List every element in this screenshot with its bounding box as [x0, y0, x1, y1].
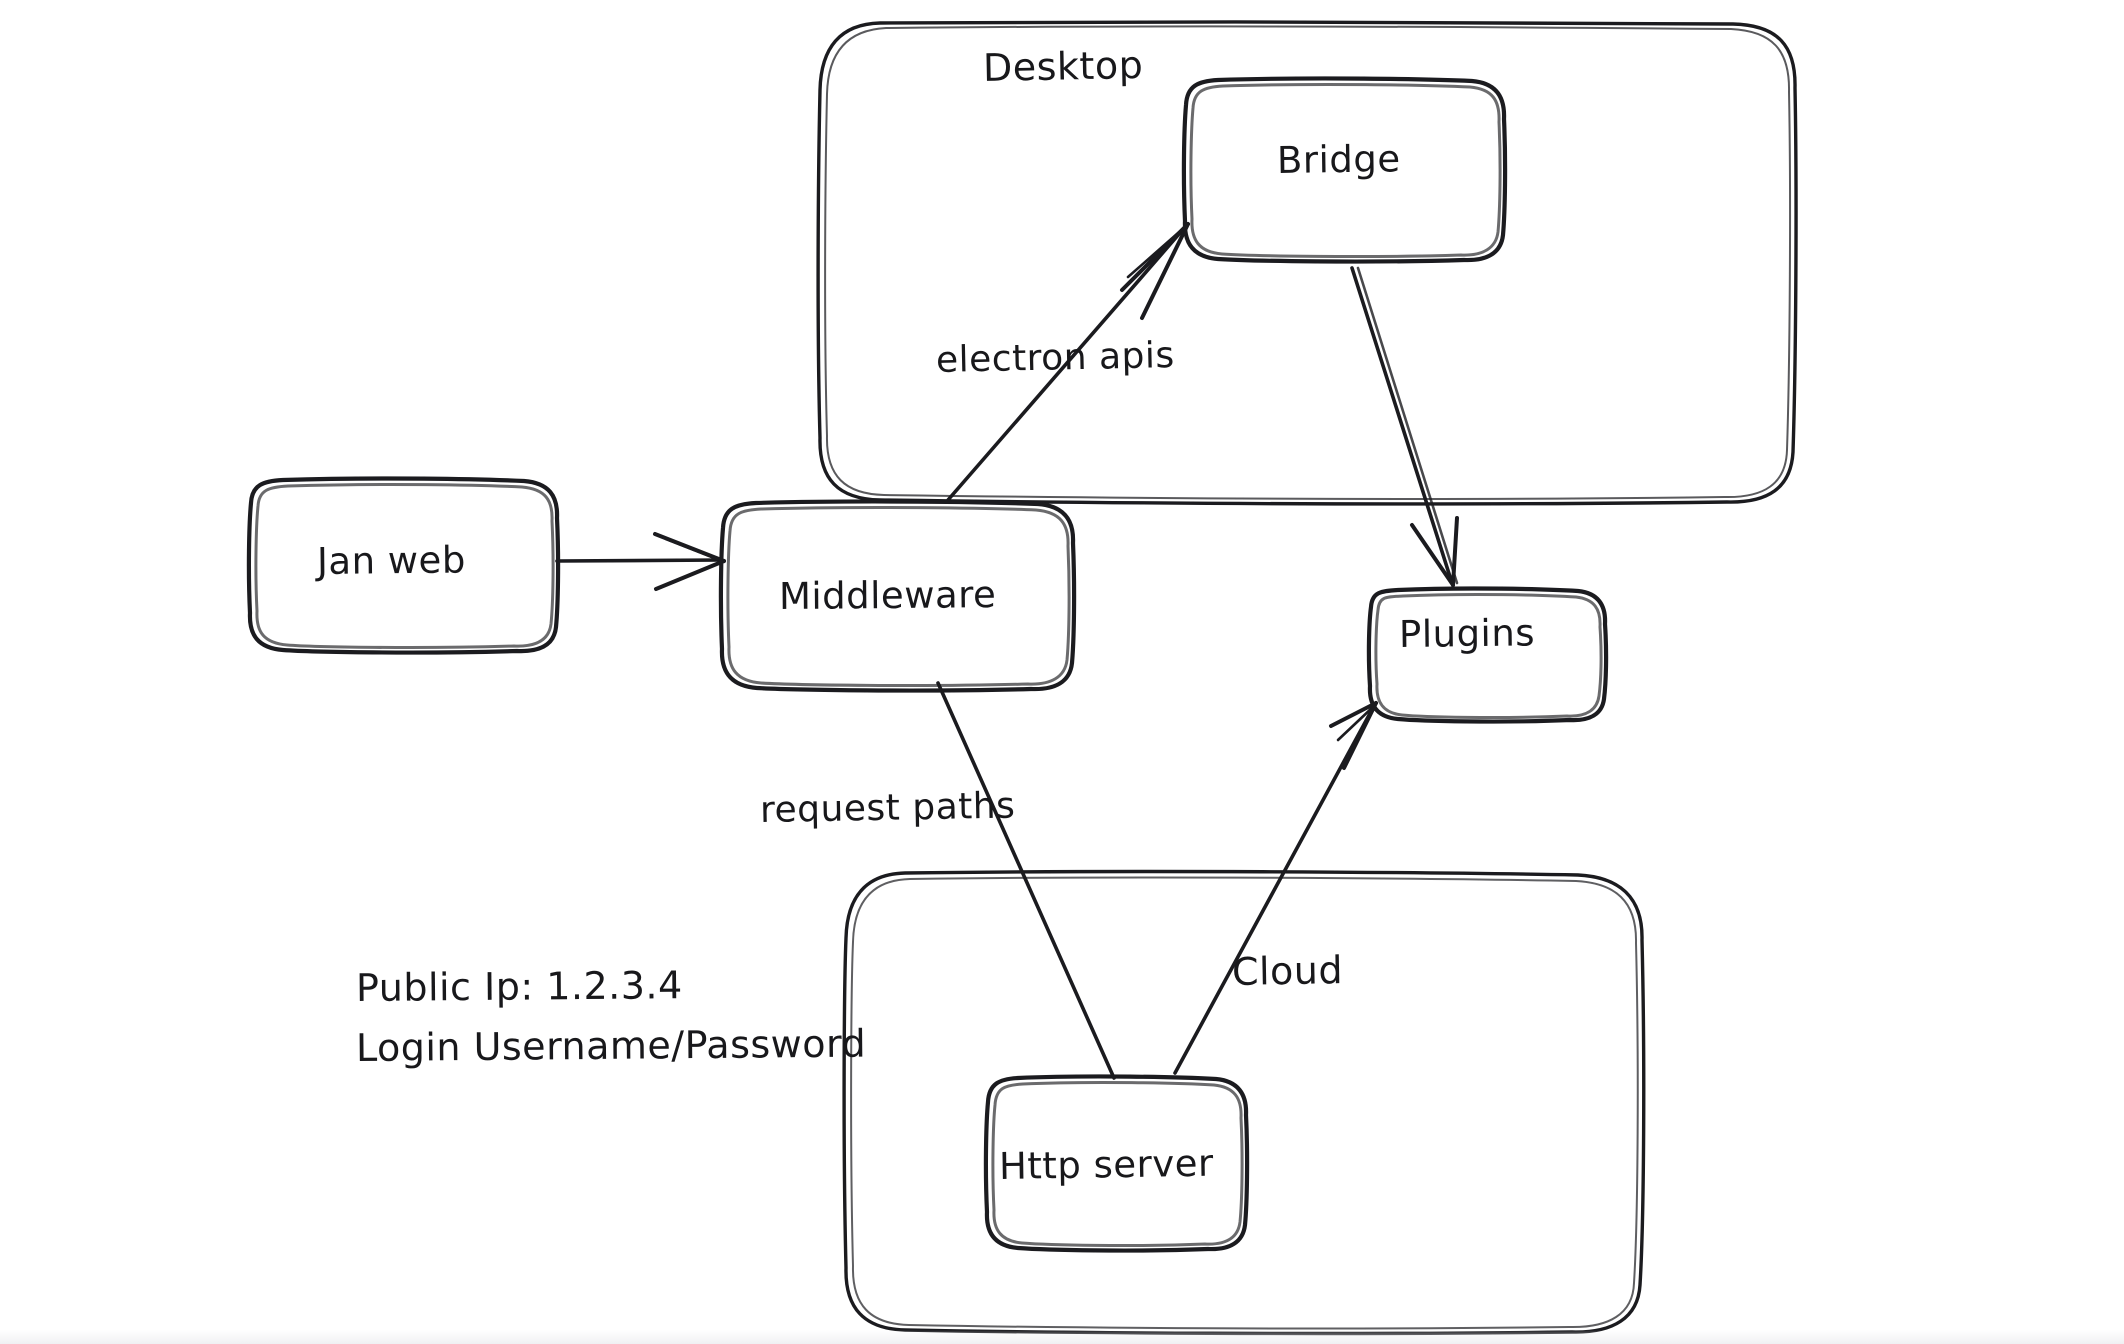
- node-label-bridge: Bridge: [1276, 137, 1401, 182]
- node-label-jan-web: Jan web: [316, 538, 467, 583]
- edge-middleware-to-httpserver: [936, 681, 1116, 1080]
- node-jan-web-shape: [246, 476, 561, 655]
- edge-middleware-to-bridge: [946, 222, 1190, 502]
- note-public-ip: Public Ip: 1.2.3.4: [355, 963, 683, 1010]
- node-label-middleware: Middleware: [778, 573, 997, 618]
- edge-janweb-to-middleware: [555, 532, 726, 591]
- container-desktop-shape: [816, 20, 1798, 506]
- node-middleware-shape: [718, 499, 1077, 693]
- node-label-plugins: Plugins: [1398, 611, 1536, 656]
- node-bridge-shape: [1181, 76, 1508, 264]
- node-http-server-shape: [983, 1074, 1250, 1253]
- edge-bridge-to-plugins: [1350, 266, 1459, 587]
- container-label-cloud: Cloud: [1231, 948, 1344, 994]
- edge-httpserver-to-plugins: [1173, 701, 1378, 1075]
- edge-label-electron-apis: electron apis: [935, 335, 1176, 381]
- node-label-http-server: Http server: [998, 1141, 1215, 1188]
- node-plugins-shape: [1366, 586, 1609, 724]
- edge-label-request-paths: request paths: [759, 785, 1016, 831]
- note-login-credentials: Login Username/Password: [355, 1021, 867, 1070]
- container-label-desktop: Desktop: [982, 42, 1144, 90]
